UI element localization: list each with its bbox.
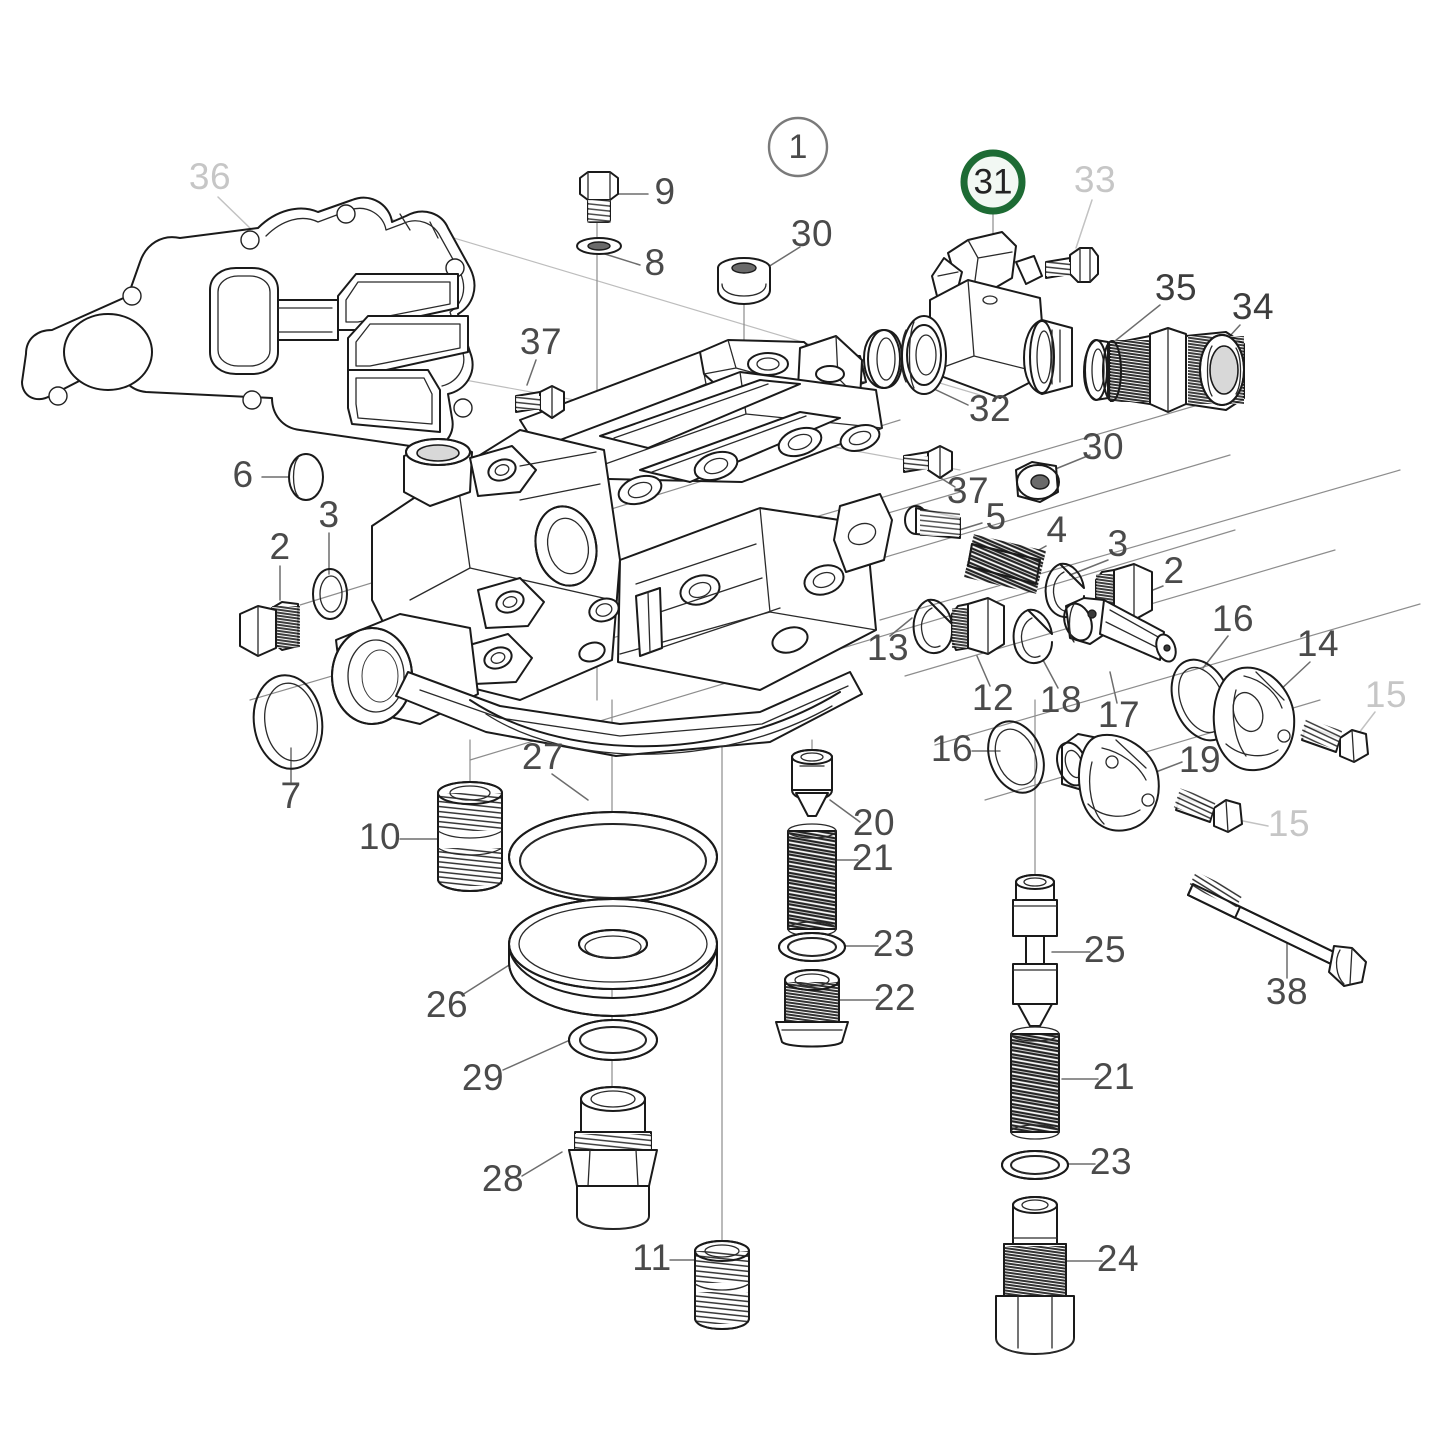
- part-5-valve-pin: [904, 505, 961, 539]
- part-label-24-l24: 24: [1097, 1238, 1139, 1279]
- part-15-flange-bolt-lower: [1173, 788, 1243, 833]
- part-label-37-l37b: 37: [947, 470, 989, 511]
- part-label-32-l32: 32: [969, 388, 1011, 429]
- part-label-13-l13: 13: [867, 627, 909, 668]
- part-24-drain-bolt: [995, 1196, 1075, 1355]
- part-label-18-l18: 18: [1040, 679, 1082, 720]
- part-22-threaded-plug: [775, 969, 849, 1048]
- part-29-small-o-ring: [568, 1019, 658, 1061]
- part-label-16-l16a: 16: [1212, 598, 1254, 639]
- part-18-retaining-ring: [1012, 608, 1053, 664]
- callout-31-highlighted[interactable]: 31: [960, 149, 1026, 215]
- part-label-21-l21b: 21: [1093, 1056, 1135, 1097]
- part-label-26-l26: 26: [426, 984, 468, 1025]
- part-label-30-l30b: 30: [1082, 426, 1124, 467]
- callout-31-number: 31: [974, 162, 1013, 201]
- callout-1-ring: [767, 116, 829, 178]
- part-6-cup-plug: [288, 453, 324, 501]
- part-23-flat-washer-lower: [1001, 1150, 1069, 1180]
- part-label-3-l3a: 3: [318, 494, 339, 535]
- part-label-19-l19: 19: [1179, 739, 1221, 780]
- part-label-15-l15a: 15: [1365, 674, 1407, 715]
- part-10-threaded-sleeve: [437, 781, 503, 892]
- part-19-sender-unit-lower: [1056, 733, 1160, 832]
- part-label-12-l12: 12: [972, 677, 1014, 718]
- callout-1-number: 1: [789, 128, 808, 166]
- part-16-o-ring-lower: [987, 720, 1045, 794]
- part-label-15-l15b: 15: [1268, 803, 1310, 844]
- part-34-connector-fitting: [1102, 327, 1245, 413]
- part-label-25-l25: 25: [1084, 929, 1126, 970]
- part-label-38-l38: 38: [1266, 971, 1308, 1012]
- part-label-27-l27: 27: [522, 736, 564, 777]
- part-8-sealing-washer: [576, 237, 622, 255]
- part-label-23-l23b: 23: [1090, 1141, 1132, 1182]
- part-27-large-o-ring-flat: [508, 811, 718, 903]
- part-label-4-l4: 4: [1046, 509, 1067, 550]
- part-11-threaded-stud-short: [694, 1240, 750, 1330]
- part-label-7-l7: 7: [280, 775, 301, 816]
- part-21-compression-spring-upper: [787, 823, 837, 937]
- part-label-36-l36: 36: [189, 156, 231, 197]
- part-38-long-through-bolt: [1187, 871, 1367, 987]
- part-label-28-l28: 28: [482, 1158, 524, 1199]
- part-label-8-l8: 8: [644, 242, 665, 283]
- part-label-2-l2b: 2: [1163, 550, 1184, 591]
- part-33-flange-bolt-upper: [1045, 247, 1099, 283]
- part-label-2-l2a: 2: [269, 526, 290, 567]
- part-label-37-l37a: 37: [520, 321, 562, 362]
- part-32-housing-gasket-ring: [863, 329, 903, 389]
- part-17-valve-spool: [1063, 597, 1177, 663]
- part-14-sender-unit: [1212, 666, 1296, 772]
- part-label-35-l35: 35: [1155, 267, 1197, 308]
- part-label-10-l10: 10: [359, 816, 401, 857]
- part-21-compression-spring-lower: [1010, 1026, 1060, 1140]
- part-label-3-l3b: 3: [1107, 523, 1128, 564]
- part-28-adapter-nipple: [568, 1086, 658, 1230]
- part-label-23-l23a: 23: [873, 923, 915, 964]
- part-13-snap-ring: [912, 598, 953, 654]
- part-label-29-l29: 29: [462, 1057, 504, 1098]
- part-label-9-l9: 9: [654, 171, 675, 212]
- part-label-22-l22: 22: [874, 977, 916, 1018]
- part-31-thermostat-housing-neck: [900, 231, 1073, 399]
- part-30-cap-plug-top: [717, 257, 771, 305]
- part-4-valve-spring: [963, 534, 1047, 594]
- part-26-filter-seal-disc: [508, 898, 718, 1017]
- part-37-flange-bolt-small-right: [903, 445, 953, 479]
- callout-31-ring: [960, 149, 1026, 215]
- part-label-20-l20: 20: [853, 802, 895, 843]
- part-37-flange-bolt-small-top: [515, 385, 565, 419]
- part-label-11-l11: 11: [632, 1237, 671, 1278]
- part-30-cap-plug-right: [1015, 461, 1060, 503]
- part-9-hex-bolt-plug: [579, 171, 619, 223]
- part-2-hex-plug-left: [239, 601, 300, 657]
- part-label-16-l16b: 16: [931, 728, 973, 769]
- part-label-34-l34: 34: [1232, 286, 1274, 327]
- callout-1[interactable]: 1: [767, 116, 829, 178]
- part-label-17-l17: 17: [1098, 694, 1140, 735]
- part-25-valve-plunger: [1012, 874, 1058, 1027]
- part-label-14-l14: 14: [1297, 623, 1339, 664]
- part-label-33-l33: 33: [1074, 159, 1116, 200]
- part-label-6-l6: 6: [232, 454, 253, 495]
- part-15-flange-bolt-upper: [1299, 718, 1369, 763]
- part-label-5-l5: 5: [985, 496, 1006, 537]
- part-20-valve-piston: [791, 749, 833, 817]
- part-12-hex-plug-small: [951, 597, 1005, 655]
- part-7-large-o-ring: [252, 674, 324, 770]
- part-3-sealing-ring-left: [312, 568, 348, 620]
- part-36-mounting-gasket: [21, 196, 476, 450]
- part-23-flat-washer-upper: [778, 932, 846, 962]
- part-label-21-l21a: 21: [852, 837, 894, 878]
- part-1-main-housing-body: [331, 335, 893, 757]
- part-label-30-l30a: 30: [791, 213, 833, 254]
